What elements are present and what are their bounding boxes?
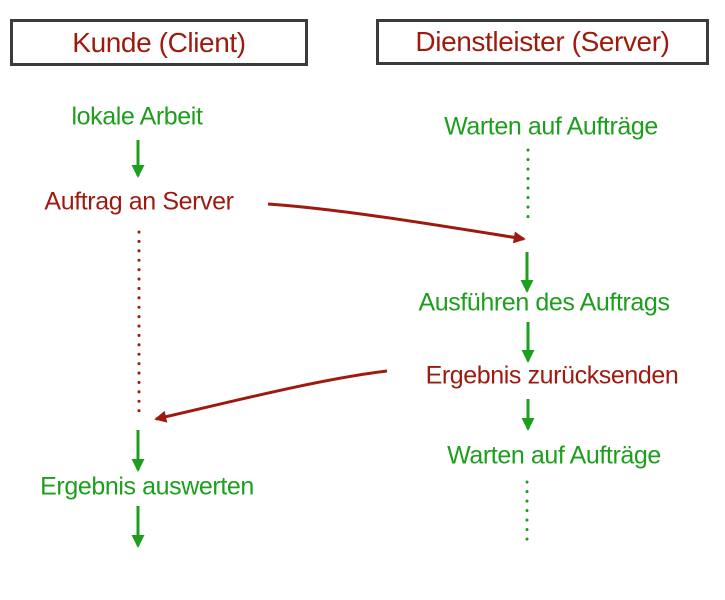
server-header-label: Dienstleister (Server)	[415, 26, 670, 57]
node-auftrag-an-server: Auftrag an Server	[44, 187, 234, 216]
node-warten-auf-auftraege-2: Warten auf Aufträge	[447, 441, 661, 470]
request-message-arrow	[267, 202, 526, 244]
node-ergebnis-auswerten: Ergebnis auswerten	[40, 472, 254, 501]
client-header-label: Kunde (Client)	[72, 26, 246, 58]
node-ergebnis-zuruecksenden: Ergebnis zurücksenden	[425, 361, 679, 390]
node-ausfuehren-des-auftrags: Ausführen des Auftrags	[418, 288, 670, 317]
client-header-box: Kunde (Client)	[10, 19, 308, 66]
server-header-box: Dienstleister (Server)	[376, 19, 709, 65]
node-warten-auf-auftraege-1: Warten auf Aufträge	[444, 112, 658, 141]
node-lokale-arbeit: lokale Arbeit	[71, 102, 203, 131]
response-message-arrow	[154, 369, 388, 423]
